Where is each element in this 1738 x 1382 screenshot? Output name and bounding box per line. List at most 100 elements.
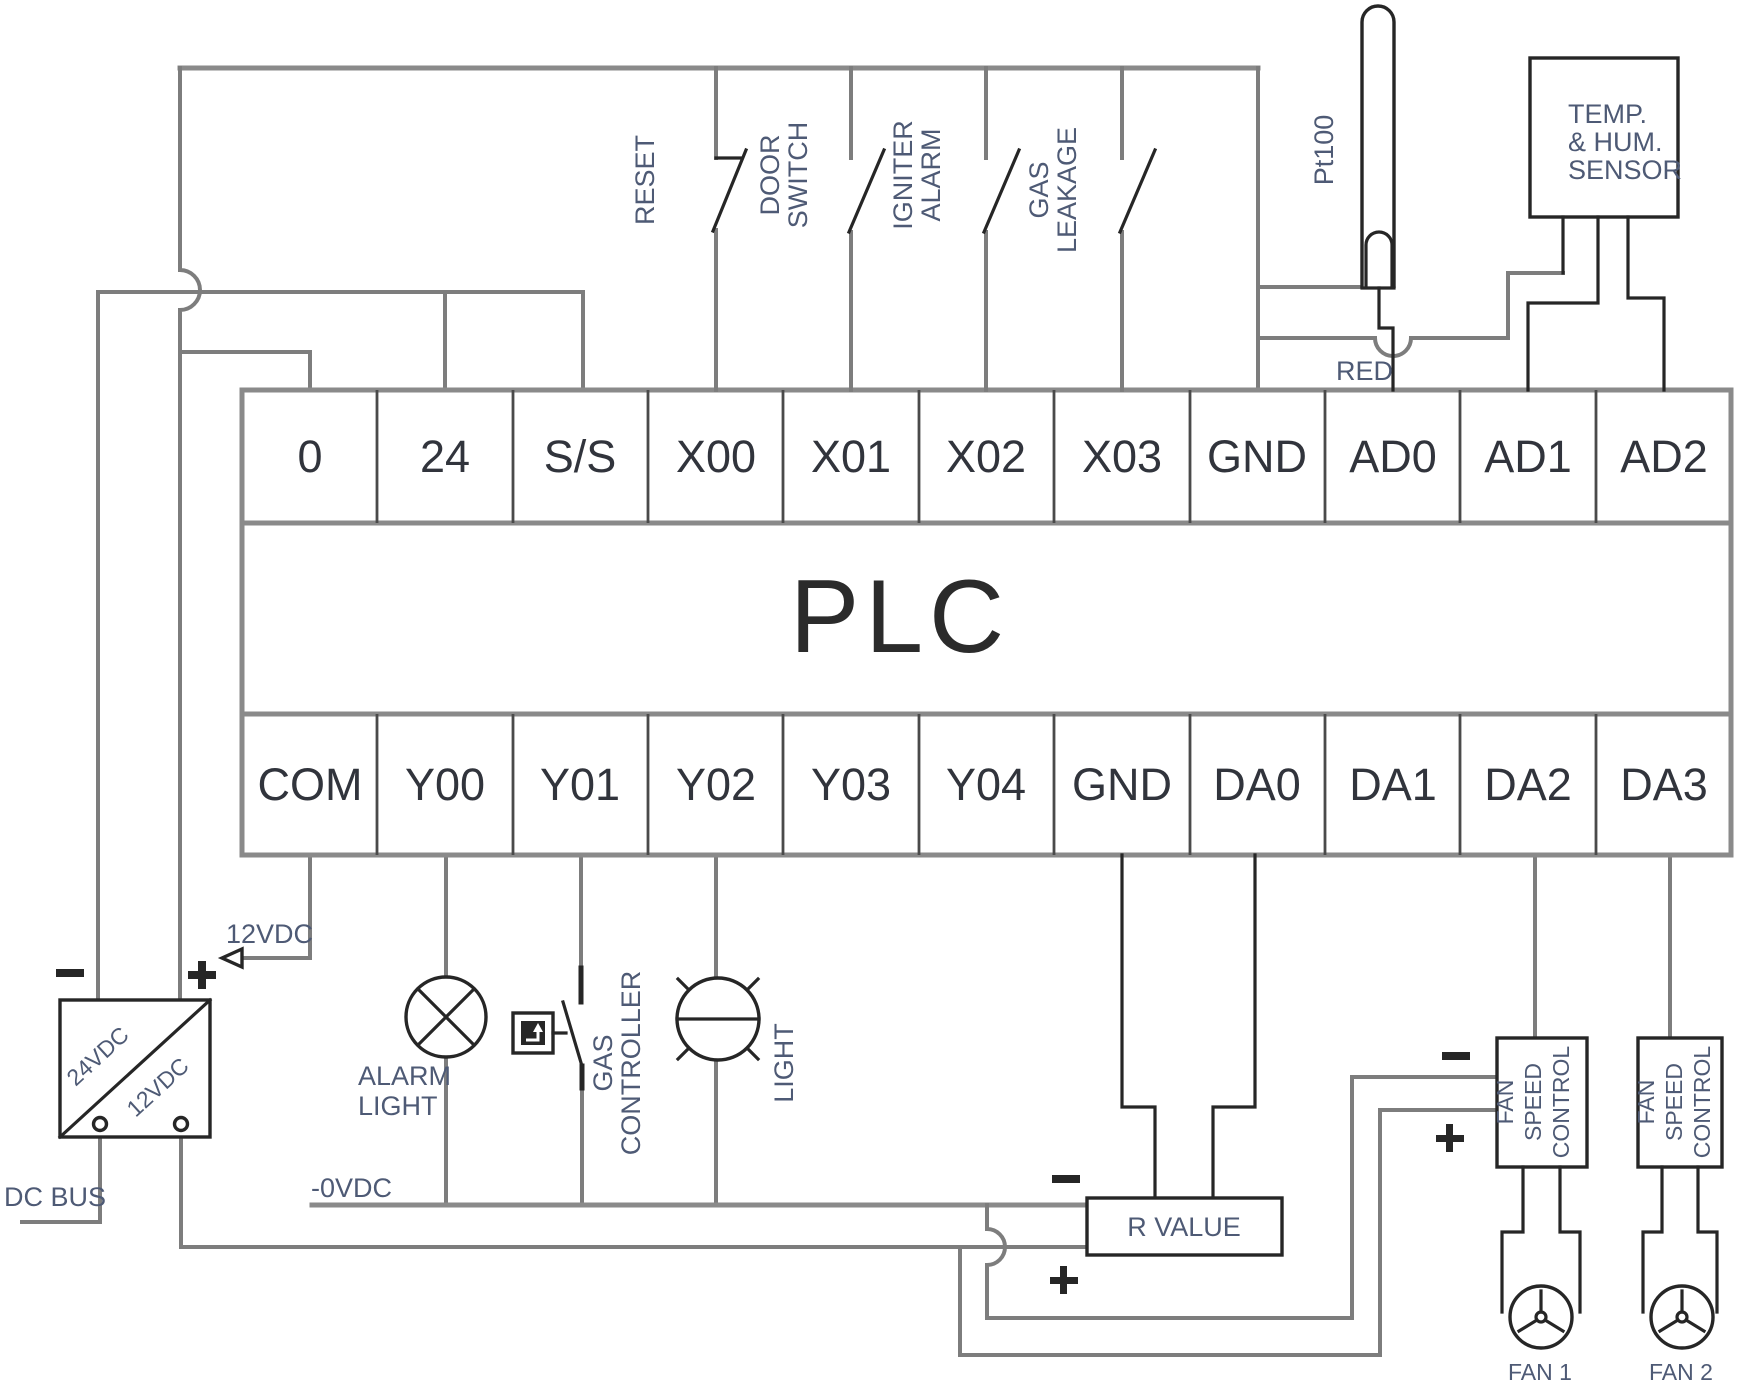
fan2-lead-wires — [1641, 1165, 1719, 1314]
com-12vdc-wire — [240, 853, 312, 960]
terminal-bot-y00: Y00 — [405, 759, 485, 810]
terminal-bot-da2: DA2 — [1484, 759, 1572, 810]
12vdc-arrow-icon — [217, 946, 244, 970]
terminal-top-x01: X01 — [811, 431, 891, 482]
alarm-light-label-2: LIGHT — [358, 1091, 438, 1121]
fan1-lead-wires — [1500, 1165, 1582, 1314]
sensor-label-2: & HUM. — [1568, 127, 1663, 157]
fan2-blades-icon — [1657, 1289, 1707, 1334]
terminal-bot-y04: Y04 — [946, 759, 1026, 810]
wiring — [20, 65, 1672, 1357]
alarm-light: ALARM LIGHT — [358, 975, 488, 1121]
gas-controller-label-2: CONTROLLER — [616, 971, 646, 1156]
alarm-light-label-1: ALARM — [358, 1061, 451, 1091]
terminal-bot-gnd: GND — [1072, 759, 1172, 810]
reset-label: RESET — [630, 135, 660, 225]
fsc1-plus-icon — [1436, 1124, 1464, 1152]
sensor-label-1: TEMP. — [1568, 99, 1647, 129]
gas-leakage-label-1: GAS — [1024, 161, 1054, 218]
terminal-top-x00: X00 — [676, 431, 756, 482]
terminal-top-x03: X03 — [1082, 431, 1162, 482]
gas-leakage-label-2: LEAKAGE — [1052, 127, 1082, 253]
sensor-label-3: SENSOR — [1568, 155, 1682, 185]
terminal-bot-da0: DA0 — [1213, 759, 1301, 810]
fan-plus-branch-wire — [958, 1108, 1499, 1357]
terminal-row-separators — [242, 520, 1731, 717]
igniter-alarm-switch: IGNITER ALARM — [888, 66, 1022, 392]
fsc1-label-1: FAN — [1492, 1080, 1518, 1125]
gas-leakage-switch: GAS LEAKAGE — [1024, 66, 1158, 392]
terminal-bot-y01: Y01 — [540, 759, 620, 810]
bus-to-converter-plus-wire — [178, 66, 202, 1002]
fsc2-label-1: FAN — [1633, 1080, 1659, 1125]
gas-leakage-contact-icon — [1117, 147, 1158, 235]
igniter-alarm-contact-icon — [981, 147, 1022, 235]
terminal-bot-y02: Y02 — [676, 759, 756, 810]
temp-hum-sensor-box — [1528, 56, 1680, 219]
r-value: R VALUE — [1050, 853, 1284, 1294]
terminal-bot-da3: DA3 — [1620, 759, 1708, 810]
light-label: LIGHT — [769, 1023, 799, 1103]
r-value-box — [1085, 1196, 1284, 1257]
door-switch-contact-icon — [846, 147, 887, 235]
input-switches: RESET DOOR SWITCH IGNITER ALARM GAS LEAK… — [630, 66, 1158, 392]
door-switch-label-1: DOOR — [755, 135, 785, 216]
fan-speed-control-2: FAN SPEED CONTROL FAN 2 — [1633, 1036, 1724, 1382]
reset-switch: RESET — [630, 66, 749, 392]
fsc2-label-2: SPEED — [1661, 1063, 1687, 1141]
dc-bus-label: DC BUS — [4, 1182, 106, 1212]
igniter-alarm-label-1: IGNITER — [888, 120, 918, 230]
terminal-top-ad0: AD0 — [1349, 431, 1437, 482]
y01-wire — [579, 853, 584, 1207]
plc-title: PLC — [790, 559, 1010, 675]
gas-controller-label-1: GAS — [588, 1034, 618, 1091]
converter-terminal-left — [91, 1115, 109, 1133]
terminal-top-0: 0 — [297, 431, 322, 482]
zero-vdc-label: -0VDC — [311, 1173, 392, 1203]
sensor-lead-right-wire — [1626, 215, 1666, 392]
converter-plus-icon — [188, 961, 216, 989]
terminal-top-x02: X02 — [946, 431, 1026, 482]
fan-speed-control-1-box — [1495, 1036, 1589, 1169]
terminal-bot-y03: Y03 — [811, 759, 891, 810]
terminal-top-ad2: AD2 — [1620, 431, 1708, 482]
r-value-plus-icon — [1050, 1266, 1078, 1294]
red-wire-label: RED — [1336, 356, 1393, 386]
terminal-dividers — [375, 390, 1598, 855]
gas-controller-blade-icon — [561, 1000, 584, 1068]
fan-minus-branch-wire — [984, 1075, 1499, 1320]
fan2-label: FAN 2 — [1649, 1359, 1713, 1382]
converter-diagonal — [57, 997, 213, 1140]
terminal-bot-da1: DA1 — [1349, 759, 1437, 810]
fan-speed-control-2-box — [1636, 1036, 1724, 1169]
pt100-red-wire — [1377, 286, 1395, 392]
gas-controller-arrowhead-icon — [533, 1023, 543, 1032]
plus-12v-wire — [179, 1130, 1089, 1249]
reset-switch-contact-icon — [710, 147, 749, 234]
fan1-label: FAN 1 — [1508, 1359, 1572, 1382]
r-value-label: R VALUE — [1127, 1212, 1241, 1242]
converter-terminal-right — [172, 1115, 190, 1133]
fan2-circle-icon — [1649, 1284, 1715, 1350]
light-fixture: LIGHT — [675, 976, 799, 1103]
converter-minus-icon — [56, 969, 84, 977]
door-switch-label-2: SWITCH — [783, 122, 813, 228]
door-switch: DOOR SWITCH — [755, 66, 887, 392]
terminal-top-ad1: AD1 — [1484, 431, 1572, 482]
gas-controller-contact-stubs — [578, 965, 585, 1091]
sensor-lead-middle-wire — [1526, 215, 1600, 392]
12vdc-feed-label: 12VDC — [226, 919, 313, 949]
temp-hum-sensor: TEMP. & HUM. SENSOR — [1526, 56, 1682, 392]
sensor-left-run-wire — [1256, 271, 1565, 358]
alarm-light-lamp-cross — [415, 986, 477, 1048]
gas-controller: GAS CONTROLLER — [511, 965, 646, 1156]
terminal-bot-com: COM — [258, 759, 363, 810]
terminal-top-24: 24 — [420, 431, 470, 482]
r-value-minus-icon — [1052, 1175, 1080, 1183]
fsc1-label-3: CONTROL — [1548, 1046, 1574, 1159]
branch-terminal-0-wire — [178, 350, 312, 392]
gnd-da0-bundle-outline — [1120, 853, 1257, 1200]
fan1-circle-icon — [1508, 1284, 1574, 1350]
